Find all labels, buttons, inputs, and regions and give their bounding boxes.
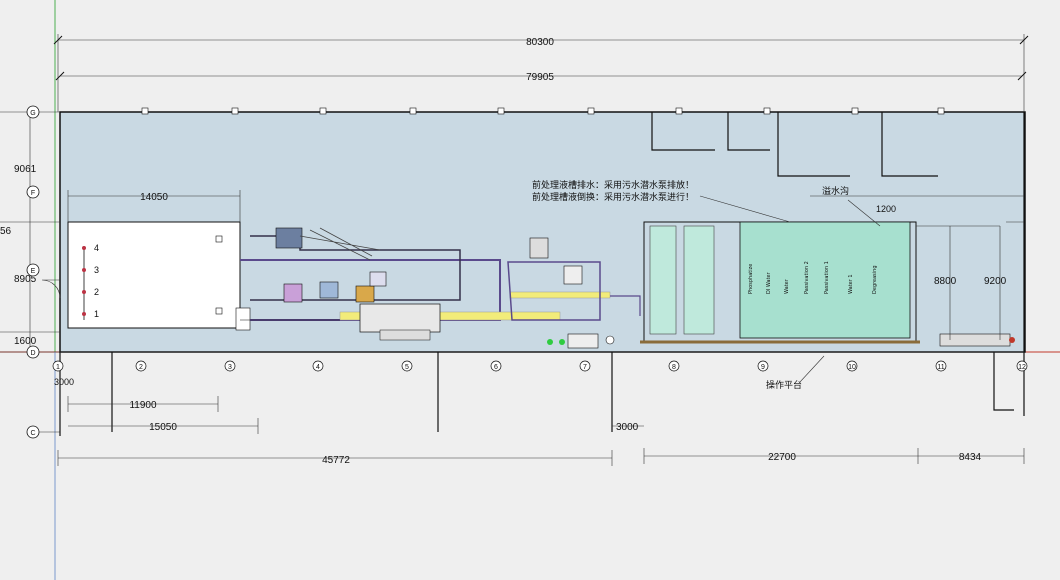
axis-col-1: 1 — [56, 364, 60, 371]
axis-col-5: 5 — [405, 364, 409, 371]
row-axes: G F E D C — [26, 105, 61, 439]
tank-passivation-1: Passivation 1 — [824, 261, 830, 294]
dim-height-upper: 9061 — [14, 164, 37, 175]
axis-col-10: 10 — [848, 364, 856, 371]
axis-col-6: 6 — [494, 364, 498, 371]
dim-right-a: 8800 — [934, 276, 957, 287]
axis-col-12: 12 — [1018, 364, 1026, 371]
dim-overall-label: 80300 — [526, 37, 554, 48]
tank-water: Water — [784, 278, 790, 294]
axis-col-9: 9 — [761, 364, 765, 371]
pretreatment-tanks: Phosphatize DI Water Water Passivation 2… — [640, 221, 920, 344]
tank-water-1: Water 1 — [848, 274, 854, 294]
tank-di-water: DI Water — [766, 271, 772, 294]
column-axes: 1 2 3 4 5 6 7 8 9 10 11 12 — [52, 351, 1028, 372]
right-dimensions: 8800 9200 1200 — [876, 204, 1007, 340]
oven-level-2: 2 — [94, 287, 99, 297]
axis-row-c: C — [30, 430, 35, 437]
note-drain-1: 前处理液槽排水：采用污水潜水泵排放！ — [532, 179, 694, 191]
dim-1200: 1200 — [876, 204, 896, 214]
axis-col-11: 11 — [937, 364, 944, 371]
note-overflow: 溢水沟 — [822, 185, 849, 197]
oven-level-1: 1 — [94, 309, 99, 319]
tank-phosphatize: Phosphatize — [748, 264, 754, 294]
axis-col-7: 7 — [583, 364, 587, 371]
curing-oven: 14050 4 3 2 1 — [67, 190, 251, 331]
axis-row-f: F — [31, 190, 35, 197]
dim-bottom-gap: 3000 — [616, 422, 639, 433]
tank-degreasing: Degreasing — [872, 265, 878, 294]
note-platform: 操作平台 — [766, 379, 802, 391]
conveyor-line — [240, 227, 641, 349]
dim-inner-label: 79905 — [526, 72, 554, 83]
oven-body — [67, 221, 241, 329]
left-dimensions: 9061 56 8905 1600 — [0, 111, 61, 353]
bottom-dimensions: 3000 11900 15050 45772 3000 22700 8434 — [54, 377, 1025, 466]
lower-walls — [111, 352, 613, 432]
interior-walls — [651, 112, 1025, 416]
axis-row-g: G — [30, 110, 35, 117]
axis-row-d: D — [30, 350, 35, 357]
axis-col-3: 3 — [228, 364, 232, 371]
dim-height-lower: 8905 — [14, 274, 37, 285]
dim-bottom-small: 3000 — [54, 377, 74, 387]
axis-col-8: 8 — [672, 364, 676, 371]
dim-bottom-right: 8434 — [959, 452, 982, 463]
dim-right-b: 9200 — [984, 276, 1007, 287]
annotations: 前处理液槽排水：采用污水潜水泵排放！ 前处理槽液倒换：采用污水潜水泵进行！ 溢水… — [532, 179, 881, 391]
top-wall-posts — [141, 107, 945, 115]
dim-left-bottom: 1600 — [14, 336, 37, 347]
right-equipment — [939, 333, 1015, 347]
dim-bottom-b: 15050 — [149, 422, 177, 433]
yellow-pipe-upper — [509, 291, 611, 299]
axis-row-e: E — [31, 268, 36, 275]
note-drain-2: 前处理槽液倒换：采用污水潜水泵进行！ — [532, 191, 694, 203]
dim-bottom-a: 11900 — [129, 400, 157, 411]
top-dimensions: 80300 79905 — [53, 34, 1029, 112]
oven-level-3: 3 — [94, 265, 99, 275]
axis-col-4: 4 — [316, 364, 320, 371]
dim-left-cut: 56 — [0, 226, 12, 237]
door-swing — [41, 279, 61, 299]
dim-bottom-total-left: 45772 — [322, 455, 350, 466]
oven-level-4: 4 — [94, 243, 99, 253]
dim-bottom-tanks: 22700 — [768, 452, 796, 463]
axis-col-2: 2 — [139, 364, 143, 371]
dim-oven-width: 14050 — [140, 192, 168, 203]
tank-passivation-2: Passivation 2 — [804, 261, 810, 294]
yellow-pipe-lower — [339, 311, 561, 321]
